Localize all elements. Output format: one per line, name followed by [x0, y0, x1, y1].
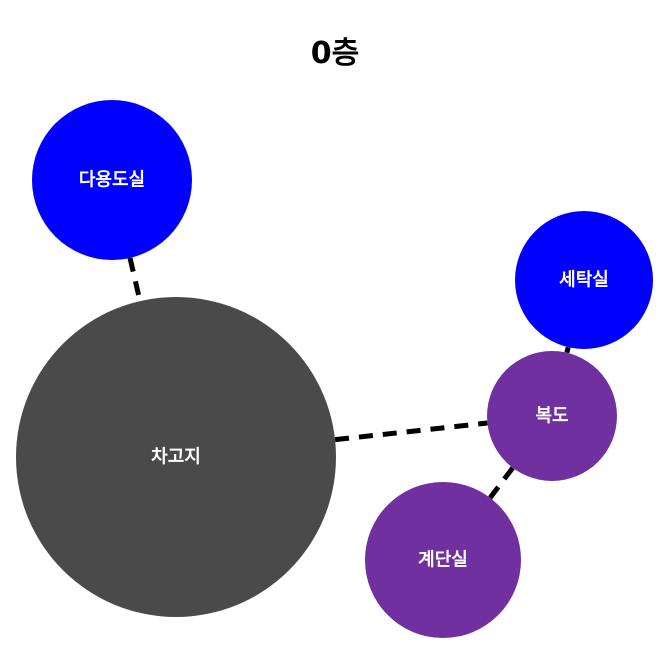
node-label-utility-room: 다용도실	[79, 170, 145, 191]
edges-layer	[127, 257, 571, 500]
node-hallway: 복도	[487, 351, 617, 481]
node-label-hallway: 복도	[535, 406, 568, 427]
node-label-stairwell: 계단실	[418, 550, 468, 571]
edge-utility-room-garage	[127, 257, 143, 302]
node-circle-stairwell	[365, 482, 521, 638]
node-circle-laundry-room	[515, 211, 653, 349]
node-label-garage: 차고지	[151, 447, 201, 468]
node-circle-hallway	[487, 351, 617, 481]
node-laundry-room: 세탁실	[515, 211, 653, 349]
node-garage: 차고지	[16, 297, 336, 617]
edge-hallway-stairwell	[488, 466, 515, 500]
node-stairwell: 계단실	[365, 482, 521, 638]
node-label-laundry-room: 세탁실	[559, 270, 609, 291]
edge-garage-hallway	[334, 420, 488, 443]
node-utility-room: 다용도실	[32, 100, 192, 260]
node-circle-utility-room	[32, 100, 192, 260]
edge-laundry-room-hallway	[564, 346, 571, 354]
node-circle-garage	[16, 297, 336, 617]
diagram-title: 0층	[310, 36, 360, 71]
